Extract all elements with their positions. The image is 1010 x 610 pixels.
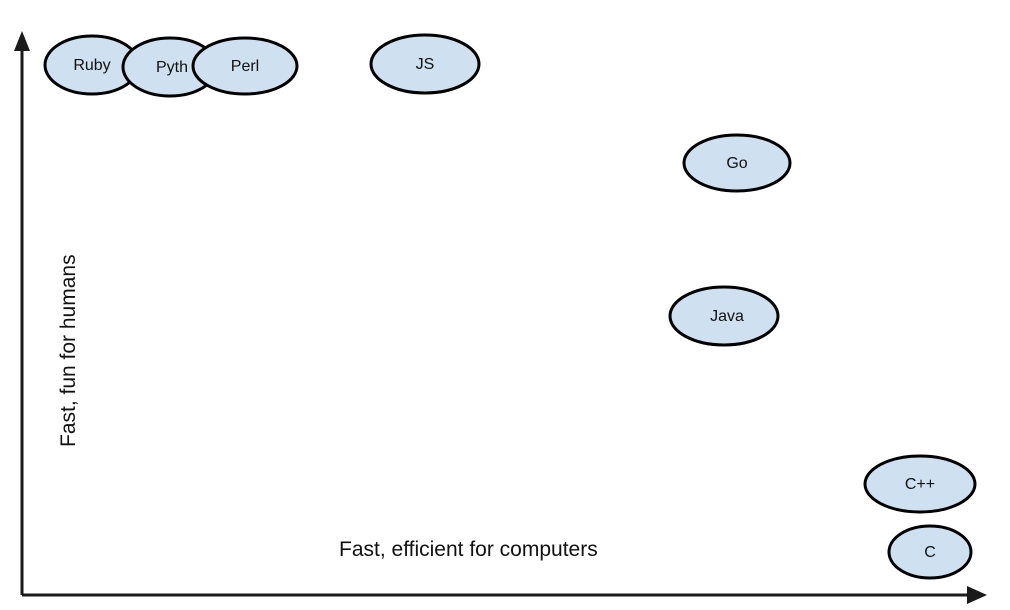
node-cpp[interactable]: C++ bbox=[863, 454, 977, 514]
node-ellipse[interactable] bbox=[191, 36, 299, 96]
node-label: C++ bbox=[905, 476, 935, 493]
node-go[interactable]: Go bbox=[682, 133, 792, 193]
node-c[interactable]: C bbox=[887, 524, 973, 580]
node-label: JS bbox=[416, 56, 435, 73]
node-python[interactable]: Pyth bbox=[121, 36, 219, 98]
node-label: Perl bbox=[231, 58, 259, 75]
node-perl[interactable]: Perl bbox=[191, 36, 299, 96]
node-label: C bbox=[924, 544, 936, 561]
node-label: Go bbox=[726, 155, 747, 172]
node-ellipse[interactable] bbox=[863, 454, 977, 514]
x-axis-arrowhead-icon bbox=[967, 586, 987, 604]
node-js[interactable]: JS bbox=[369, 33, 481, 95]
node-label: Pyth bbox=[156, 59, 188, 76]
node-ellipse[interactable] bbox=[682, 133, 792, 193]
node-ellipse[interactable] bbox=[668, 285, 780, 347]
node-ellipse[interactable] bbox=[369, 33, 481, 95]
node-java[interactable]: Java bbox=[668, 285, 780, 347]
y-axis-arrowhead-icon bbox=[14, 31, 30, 51]
node-label: Java bbox=[710, 308, 744, 325]
x-axis-label: Fast, efficient for computers bbox=[339, 538, 598, 561]
node-label: Ruby bbox=[73, 57, 110, 74]
node-ellipse[interactable] bbox=[887, 524, 973, 580]
y-axis-label: Fast, fun for humans bbox=[57, 254, 80, 447]
